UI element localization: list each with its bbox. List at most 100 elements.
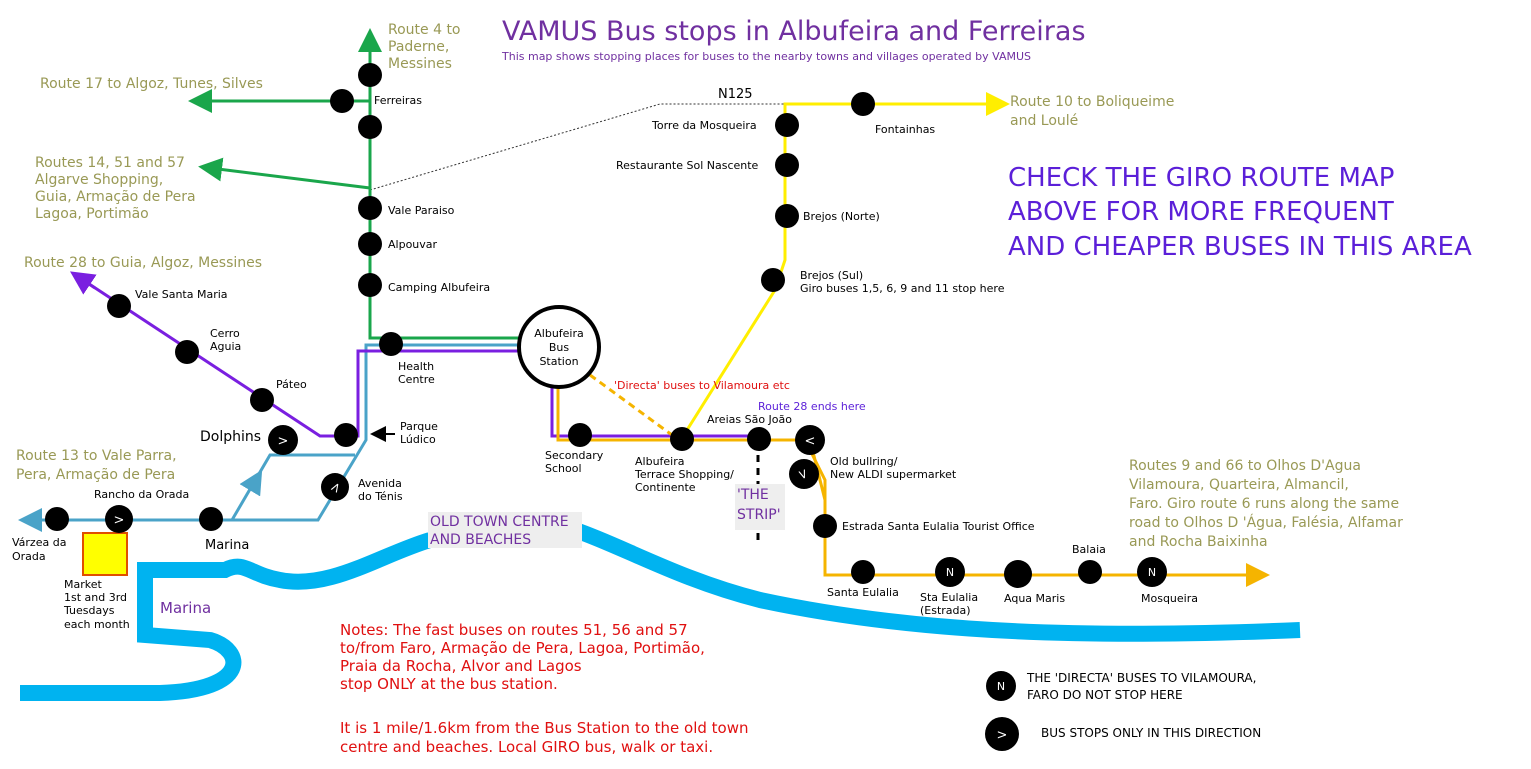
svg-text:do Ténis: do Ténis — [358, 490, 403, 503]
svg-text:Rancho da Orada: Rancho da Orada — [94, 488, 189, 501]
stop-cerro-aguia[interactable] — [175, 340, 199, 364]
giro-notice: CHECK THE GIRO ROUTE MAP ABOVE FOR MORE … — [1008, 163, 1472, 262]
route-green-line — [368, 48, 520, 340]
svg-text:Bus: Bus — [549, 341, 570, 354]
symbol-stops: > > > < > N N — [105, 425, 1167, 587]
svg-text:Ferreiras: Ferreiras — [374, 94, 422, 107]
svg-text:Guia, Armação de Pera: Guia, Armação de Pera — [35, 189, 196, 205]
svg-text:Tuesdays: Tuesdays — [63, 604, 115, 617]
svg-text:Estrada Santa Eulalia Tourist: Estrada Santa Eulalia Tourist Office — [842, 520, 1035, 533]
legend-n-icon — [986, 671, 1016, 701]
svg-text:Centre: Centre — [398, 373, 435, 386]
stop-health-centre[interactable] — [379, 332, 403, 356]
svg-text:School: School — [545, 462, 582, 475]
notes: Notes: The fast buses on routes 51, 56 a… — [340, 621, 749, 756]
svg-text:Paderne,: Paderne, — [388, 39, 449, 55]
stop-camping[interactable] — [358, 273, 382, 297]
svg-text:stop ONLY at the bus station.: stop ONLY at the bus station. — [340, 675, 558, 693]
stop-old-bullring-2[interactable] — [789, 459, 819, 489]
stop-vale-santa-maria[interactable] — [107, 294, 131, 318]
stop-pateo[interactable] — [250, 388, 274, 412]
svg-text:ABOVE FOR MORE FREQUENT: ABOVE FOR MORE FREQUENT — [1008, 197, 1394, 227]
stop-dolphins[interactable] — [268, 425, 298, 455]
legend: N THE 'DIRECTA' BUSES TO VILAMOURA, FARO… — [985, 671, 1261, 751]
route28-ends-label: Route 28 ends here — [758, 400, 866, 413]
svg-text:Torre da Mosqueira: Torre da Mosqueira — [651, 119, 757, 132]
stop-alpouvar[interactable] — [358, 232, 382, 256]
stop-old-bullring-1[interactable] — [795, 425, 825, 455]
svg-text:Avenida: Avenida — [358, 477, 402, 490]
svg-text:Route 17 to Algoz, Tunes, Silv: Route 17 to Algoz, Tunes, Silves — [40, 76, 263, 92]
svg-text:BUS STOPS ONLY IN THIS DIRECTI: BUS STOPS ONLY IN THIS DIRECTION — [1041, 726, 1261, 740]
svg-text:Algarve Shopping,: Algarve Shopping, — [35, 172, 163, 188]
svg-text:Restaurante Sol Nascente: Restaurante Sol Nascente — [616, 159, 759, 172]
stop-torre[interactable] — [775, 113, 799, 137]
svg-text:Aqua Maris: Aqua Maris — [1004, 592, 1065, 605]
svg-text:Giro buses 1,5, 6, 9 and 11 st: Giro buses 1,5, 6, 9 and 11 stop here — [800, 282, 1005, 295]
svg-text:Parque: Parque — [400, 420, 438, 433]
stop-ferreiras-1[interactable] — [358, 63, 382, 87]
svg-text:Páteo: Páteo — [276, 378, 307, 391]
stop-mosqueira[interactable] — [1137, 557, 1167, 587]
svg-text:Old bullring/: Old bullring/ — [830, 455, 898, 468]
svg-text:Albufeira: Albufeira — [635, 455, 685, 468]
stop-brejos-sul[interactable] — [761, 268, 785, 292]
svg-text:Routes 9 and 66 to Olhos D'Agu: Routes 9 and 66 to Olhos D'Agua — [1129, 458, 1361, 474]
stop-secondary-school[interactable] — [568, 423, 592, 447]
market-label: Market 1st and 3rd Tuesdays each month — [63, 578, 130, 631]
destination-labels: Route 4 to Paderne, Messines Route 17 to… — [16, 22, 1403, 550]
stop-ferreiras-3[interactable] — [358, 115, 382, 139]
stop-santa-eulalia[interactable] — [851, 560, 875, 584]
svg-text:Health: Health — [398, 360, 434, 373]
stop-sta-eulalia-estrada[interactable] — [935, 557, 965, 587]
svg-text:road to Olhos D 'Água, Falésia: road to Olhos D 'Água, Falésia, Alfamar — [1129, 514, 1403, 531]
svg-text:N: N — [997, 680, 1005, 693]
svg-text:Terrace Shopping/: Terrace Shopping/ — [634, 468, 734, 481]
svg-text:Pera, Armação de Pera: Pera, Armação de Pera — [16, 467, 175, 483]
svg-text:Station: Station — [539, 355, 578, 368]
stop-vale-paraiso[interactable] — [358, 196, 382, 220]
legend-direction-icon — [985, 717, 1019, 751]
svg-text:Santa Eulalia: Santa Eulalia — [827, 586, 899, 599]
svg-text:Route 4 to: Route 4 to — [388, 22, 461, 38]
stop-balaia[interactable] — [1078, 560, 1102, 584]
stop-aqua-maris[interactable] — [1004, 560, 1032, 588]
svg-text:>: > — [114, 513, 125, 528]
map-subtitle: This map shows stopping places for buses… — [501, 50, 1031, 63]
stop-varzea[interactable] — [45, 507, 69, 531]
stop-brejos-norte[interactable] — [775, 204, 799, 228]
svg-text:Dolphins: Dolphins — [200, 429, 261, 445]
svg-text:Route 10 to Boliqueime: Route 10 to Boliqueime — [1010, 94, 1174, 110]
svg-text:N125: N125 — [718, 87, 753, 102]
svg-text:Lúdico: Lúdico — [400, 433, 436, 446]
directa-label: 'Directa' buses to Vilamoura etc — [614, 379, 790, 392]
svg-text:Notes: The fast buses on route: Notes: The fast buses on routes 51, 56 a… — [340, 621, 688, 639]
map-title: VAMUS Bus stops in Albufeira and Ferreir… — [502, 16, 1086, 47]
stop-restaurante[interactable] — [775, 153, 799, 177]
svg-text:AND CHEAPER BUSES IN THIS AREA: AND CHEAPER BUSES IN THIS AREA — [1008, 232, 1472, 262]
svg-text:>: > — [278, 434, 289, 449]
stop-areias[interactable] — [747, 427, 771, 451]
svg-text:CHECK THE GIRO ROUTE MAP: CHECK THE GIRO ROUTE MAP — [1008, 163, 1394, 193]
svg-text:FARO DO NOT STOP HERE: FARO DO NOT STOP HERE — [1027, 688, 1183, 702]
stop-albufeira-terrace[interactable] — [670, 427, 694, 451]
svg-text:Albufeira: Albufeira — [534, 327, 584, 340]
svg-text:to/from Faro, Armação de Pera,: to/from Faro, Armação de Pera, Lagoa, Po… — [340, 639, 705, 657]
svg-text:Alpouvar: Alpouvar — [388, 238, 438, 251]
stop-estrada-tourist[interactable] — [813, 514, 837, 538]
svg-text:<: < — [805, 434, 816, 449]
stop-marina[interactable] — [199, 507, 223, 531]
svg-text:Brejos (Norte): Brejos (Norte) — [803, 210, 880, 223]
svg-text:>: > — [794, 467, 812, 482]
stop-rancho[interactable] — [105, 505, 133, 533]
stop-fontainhas[interactable] — [851, 92, 875, 116]
svg-text:Várzea da: Várzea da — [12, 536, 66, 549]
svg-text:Routes 14, 51 and 57: Routes 14, 51 and 57 — [35, 155, 185, 171]
svg-text:It is 1 mile/1.6km from the Bu: It is 1 mile/1.6km from the Bus Station … — [340, 719, 749, 737]
stop-ferreiras-2[interactable] — [330, 89, 354, 113]
stop-avenida-tenis[interactable] — [321, 473, 349, 501]
bus-station-marker[interactable] — [517, 305, 601, 389]
stop-parque-ludico[interactable] — [334, 423, 358, 447]
svg-text:Mosqueira: Mosqueira — [1141, 592, 1198, 605]
